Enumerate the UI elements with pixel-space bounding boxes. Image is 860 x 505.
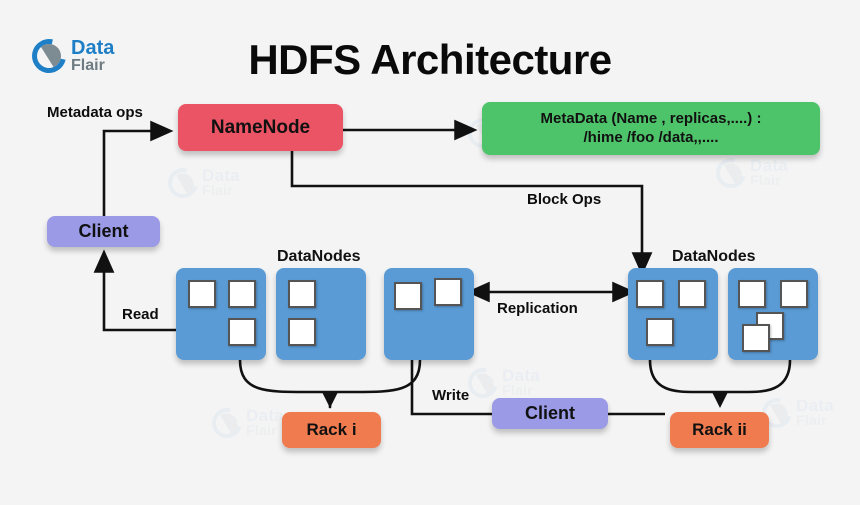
watermark-text-bottom: Flair — [246, 422, 278, 439]
namenode-box[interactable]: NameNode — [178, 104, 343, 151]
data-block — [288, 280, 316, 308]
data-block — [188, 280, 216, 308]
watermark-text-bottom: Flair — [750, 172, 782, 189]
edge-label-write: Write — [432, 387, 470, 404]
data-block — [636, 280, 664, 308]
datanode[interactable] — [628, 268, 718, 360]
dataflair-watermark-icon — [206, 402, 248, 444]
client-bottom-label: Client — [524, 403, 575, 424]
client-left-label: Client — [78, 221, 129, 242]
data-block — [434, 278, 462, 306]
dataflair-watermark-icon — [162, 162, 204, 204]
watermark: Data Flair — [206, 402, 285, 444]
dataflair-watermark-icon — [710, 152, 752, 194]
data-block — [228, 280, 256, 308]
namenode-label: NameNode — [210, 116, 311, 138]
data-block — [738, 280, 766, 308]
watermark: Data Flair — [756, 392, 835, 434]
brace-rack-left — [238, 358, 422, 409]
watermark-text-top: Data — [246, 406, 285, 426]
datanode[interactable] — [728, 268, 818, 360]
metadata-box[interactable]: MetaData (Name , replicas,....) : /hime … — [482, 102, 820, 155]
watermark-text-top: Data — [502, 366, 541, 386]
watermark-text-bottom: Flair — [502, 382, 534, 399]
data-block — [394, 282, 422, 310]
watermark: Data Flair — [710, 152, 789, 194]
watermark: Data Flair — [462, 362, 541, 404]
edge-metadata-ops — [102, 120, 174, 216]
data-block — [228, 318, 256, 346]
watermark: Data Flair — [162, 162, 241, 204]
watermark-text-bottom: Flair — [202, 182, 234, 199]
watermark-text-top: Data — [796, 396, 835, 416]
page-title: HDFS Architecture — [248, 36, 612, 83]
data-block — [678, 280, 706, 308]
logo-text-top: Data — [71, 37, 115, 59]
rack-left-box[interactable]: Rack i — [282, 412, 381, 448]
rack-right-label: Rack ii — [692, 420, 747, 440]
edge-label-replication: Replication — [497, 300, 578, 317]
rack-right-box[interactable]: Rack ii — [670, 412, 769, 448]
datanodes-heading-right: DataNodes — [672, 248, 756, 265]
client-bottom-box[interactable]: Client — [492, 398, 608, 429]
datanodes-heading-left: DataNodes — [277, 248, 361, 265]
client-left-box[interactable]: Client — [47, 216, 160, 247]
dataflair-logo: Data Flair — [25, 32, 115, 80]
datanode[interactable] — [276, 268, 366, 360]
brace-rack-left-tip — [322, 392, 338, 408]
rack-left-label: Rack i — [306, 420, 357, 440]
metadata-line-2: /hime /foo /data,,.... — [583, 128, 719, 146]
data-block — [780, 280, 808, 308]
metadata-line-1: MetaData (Name , replicas,....) : — [540, 109, 762, 127]
edge-label-block-ops: Block Ops — [527, 191, 602, 208]
edge-label-metadata-ops: Metadata ops — [47, 104, 143, 121]
datanode[interactable] — [384, 268, 474, 360]
watermark-text-top: Data — [750, 156, 789, 176]
logo-text-bottom: Flair — [71, 57, 105, 74]
watermark-text-bottom: Flair — [796, 412, 828, 429]
watermark-text-top: Data — [202, 166, 241, 186]
brace-rack-right-tip — [712, 392, 728, 408]
data-block — [288, 318, 316, 346]
datanode[interactable] — [176, 268, 266, 360]
data-block — [742, 324, 770, 352]
edge-label-read: Read — [122, 306, 159, 323]
brace-rack-right — [648, 358, 792, 394]
data-block — [646, 318, 674, 346]
